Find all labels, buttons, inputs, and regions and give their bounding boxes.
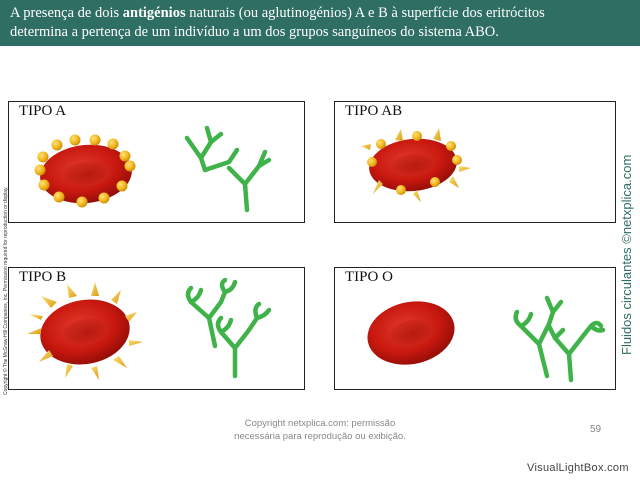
antigen-a-spheres [34, 134, 136, 208]
red-blood-cell-o [367, 301, 455, 365]
side-brand: Fluidos circulantes ©netxplica.com [619, 154, 634, 355]
red-blood-cell-ab [361, 128, 471, 202]
type-o-illustration [367, 295, 606, 383]
footer-line-1: Copyright netxplica.com: permissão [244, 418, 396, 429]
panel-type-ab: TIPO AB [334, 101, 616, 223]
header-line-1: A presença de dois antigénios naturais (… [10, 5, 545, 21]
anti-a-antibodies [185, 277, 272, 379]
panel-type-o: TIPO O [334, 267, 616, 390]
type-ab-illustration [361, 128, 471, 202]
panel-type-a-label: TIPO A [19, 103, 67, 119]
panel-type-b: TIPO B [8, 267, 305, 390]
anti-b-antibodies [184, 125, 272, 213]
type-a-illustration [34, 125, 272, 213]
footer-line-2: necessária para reprodução ou exibição. [234, 431, 406, 442]
antigen-b-spikes-ab [361, 128, 471, 202]
panel-type-b-label: TIPO B [19, 269, 67, 285]
antigen-b-spikes [27, 282, 143, 380]
antigen-a-spheres-ab [367, 131, 462, 195]
red-blood-cell-a [34, 134, 136, 208]
watermark-link[interactable]: VisualLightBox.com [527, 462, 629, 474]
footer-copyright: Copyright netxplica.com: permissão neces… [200, 417, 440, 443]
slide-header: A presença de dois antigénios naturais (… [0, 0, 640, 46]
panel-type-a: TIPO A [8, 101, 305, 223]
side-copyright: Copyright © The McGraw-Hill Companies, I… [3, 186, 9, 395]
header-line-2: determina a pertença de um indivíduo a u… [10, 24, 499, 40]
panel-type-ab-label: TIPO AB [345, 103, 403, 119]
header-bold-term: antigénios [122, 5, 186, 21]
anti-a-and-anti-b-antibodies [513, 295, 606, 383]
red-blood-cell-b [27, 282, 143, 380]
panel-type-o-label: TIPO O [345, 269, 393, 285]
page-number: 59 [590, 424, 602, 435]
type-b-illustration [27, 277, 272, 380]
